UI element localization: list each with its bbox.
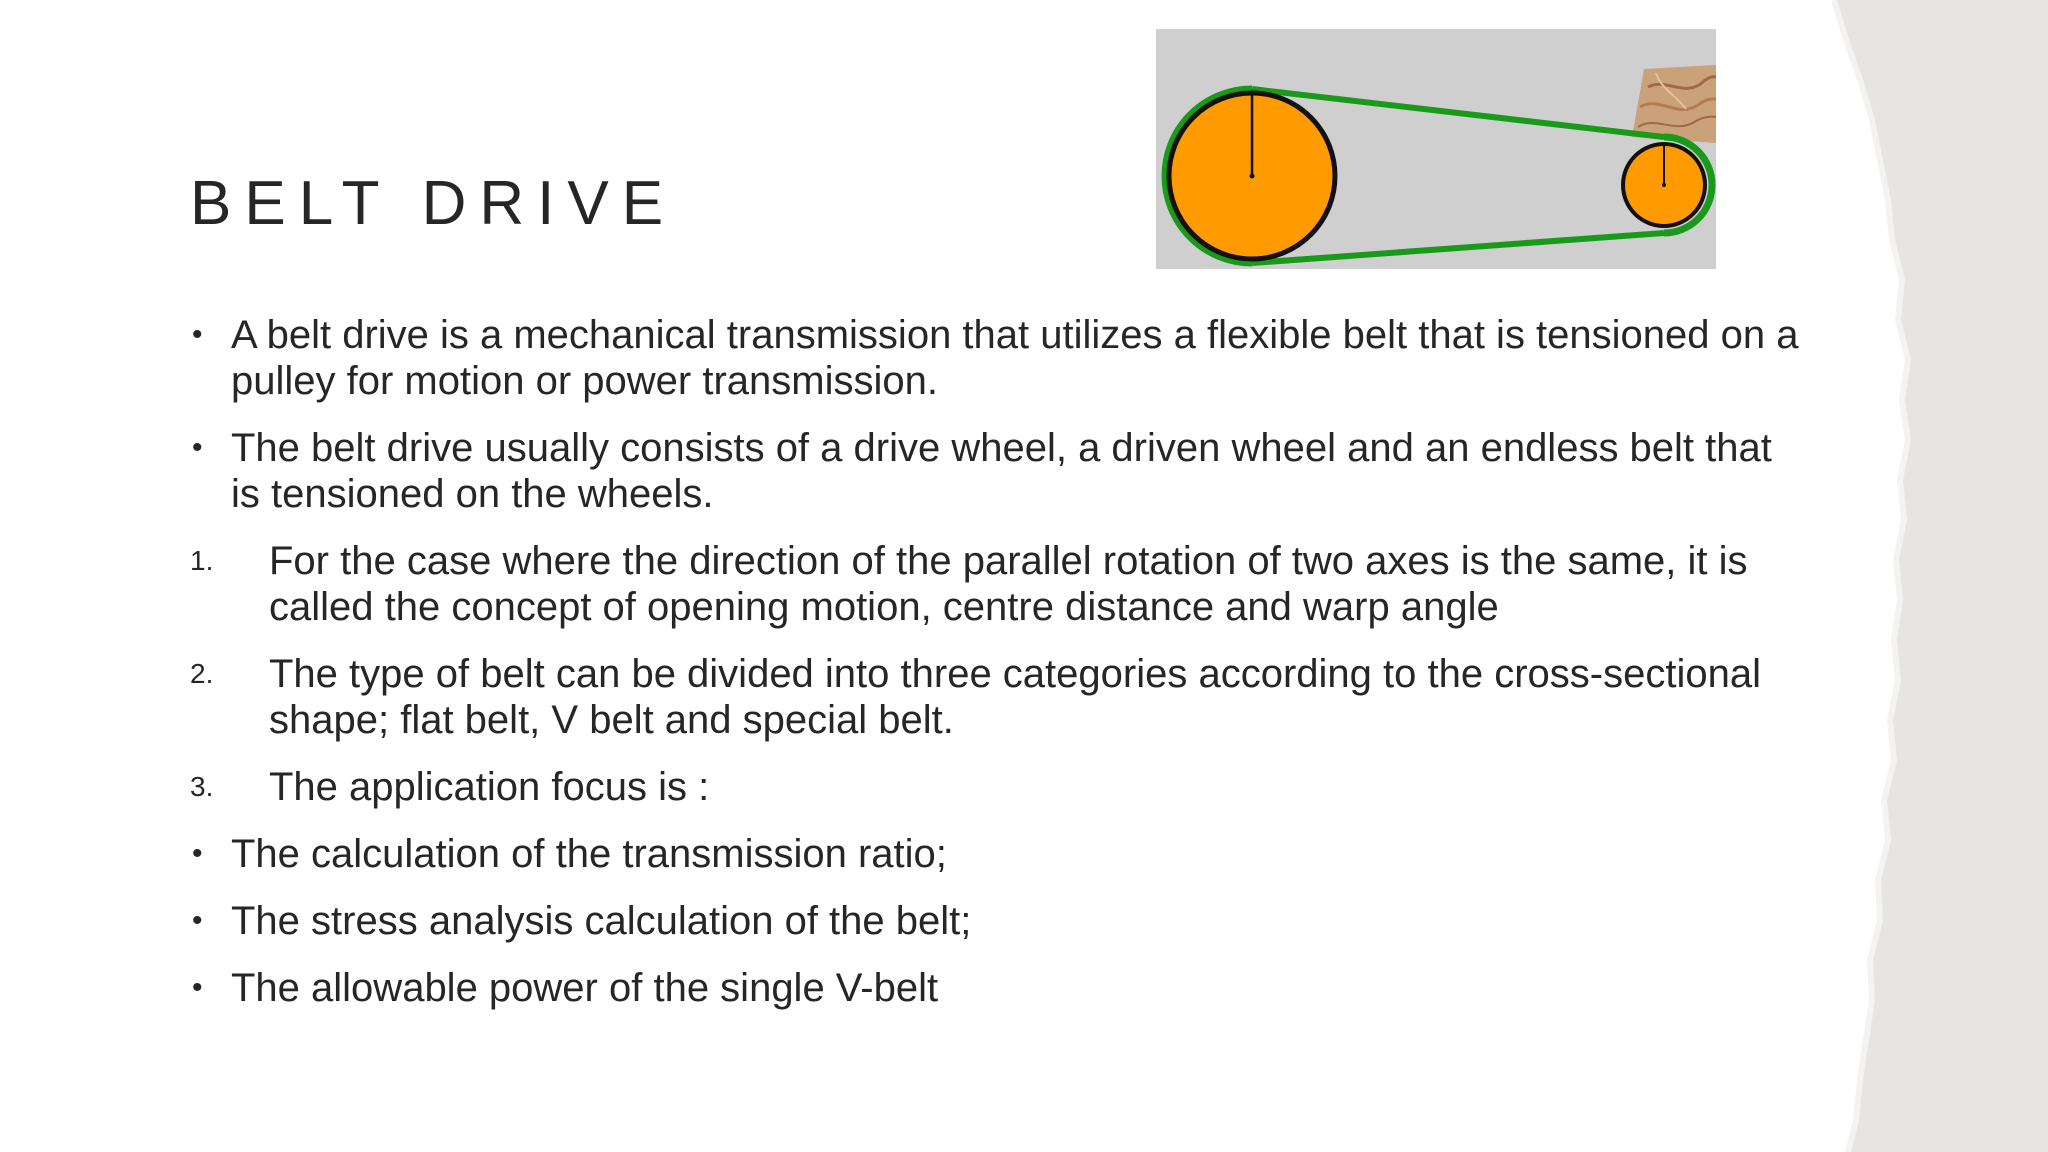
wood-texture-corner [1632,65,1716,143]
belt-top-span [1251,86,1665,140]
slide-title: BELT DRIVE [190,169,677,238]
drive-pulley-axle [1249,173,1255,179]
bullet-text: The calculation of the transmission rati… [231,832,947,876]
bullet-item: • The calculation of the transmission ra… [188,831,1808,877]
bullet-item: • The belt drive usually consists of a d… [188,425,1808,517]
numbered-text: For the case where the direction of the … [269,539,1748,629]
torn-paper-shape [1834,0,2048,1152]
bullet-item: • A belt drive is a mechanical transmiss… [188,312,1808,404]
belt-wrap-small-pulley [1663,133,1716,237]
number-marker: 2. [190,658,214,689]
bullet-item: • The stress analysis calculation of the… [188,898,1808,944]
belt-bottom-span [1251,230,1665,266]
numbered-item: 1. For the case where the direction of t… [188,538,1808,630]
belt-drive-diagram [1156,29,1716,269]
numbered-text: The application focus is : [269,765,710,809]
numbered-item: 3. The application focus is : [188,764,1808,810]
bullet-text: The stress analysis calculation of the b… [231,899,972,943]
numbered-item: 2. The type of belt can be divided into … [188,651,1808,743]
bullet-marker: • [192,318,203,351]
bullet-item: • The allowable power of the single V-be… [188,965,1808,1011]
bullet-text: The allowable power of the single V-belt [231,966,939,1010]
bullet-marker: • [192,971,203,1004]
driven-pulley-axle [1662,183,1666,187]
bullet-marker: • [192,837,203,870]
bullet-marker: • [192,904,203,937]
number-marker: 1. [190,545,214,576]
bullet-text: The belt drive usually consists of a dri… [231,426,1772,516]
slide-content: • A belt drive is a mechanical transmiss… [188,312,1808,1032]
number-marker: 3. [190,771,214,802]
torn-paper-highlight [1831,0,1912,1152]
bullet-text: A belt drive is a mechanical transmissio… [231,313,1799,403]
bullet-marker: • [192,431,203,464]
belt-wrap-large-pulley [1161,85,1253,267]
numbered-text: The type of belt can be divided into thr… [269,652,1761,742]
